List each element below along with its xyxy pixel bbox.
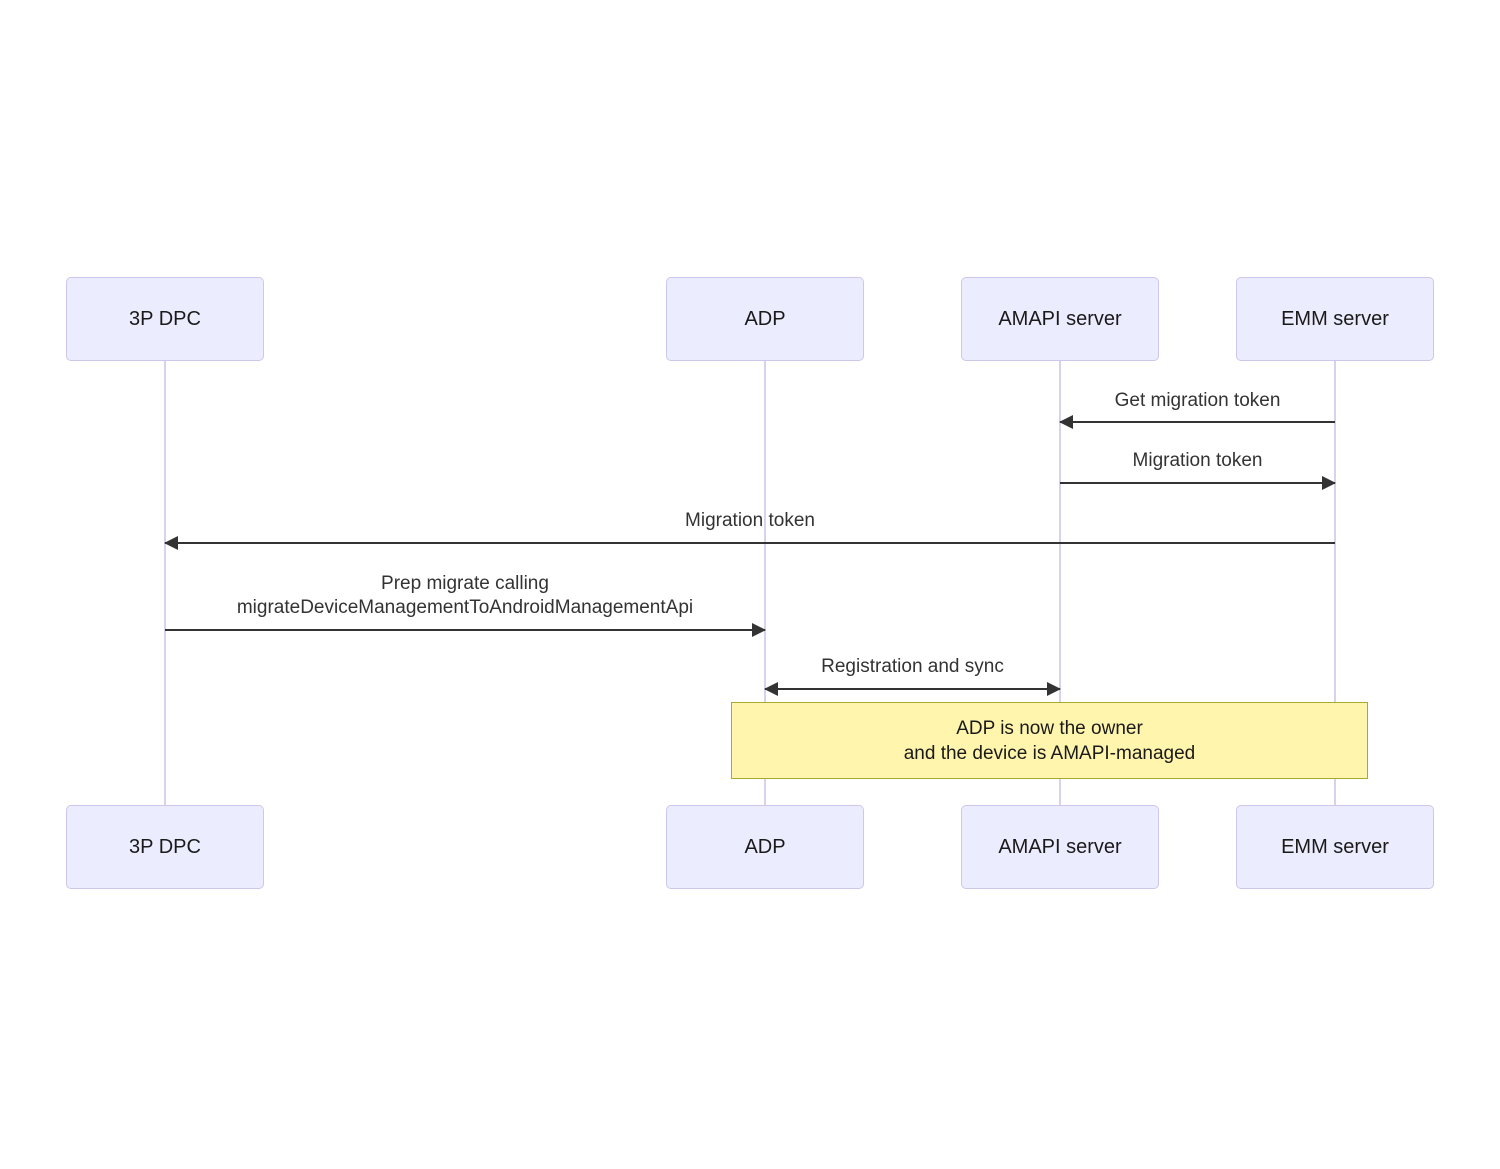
arrowhead-right-icon bbox=[1322, 476, 1336, 490]
message-4-label: Prep migrate calling migrateDeviceManage… bbox=[236, 573, 694, 618]
arrowhead-left-icon bbox=[164, 536, 178, 550]
arrowhead-left-icon bbox=[764, 682, 778, 696]
actor-label: ADP bbox=[744, 307, 786, 330]
lifeline-3p-dpc bbox=[164, 361, 166, 805]
message-5-arrow bbox=[764, 682, 1061, 696]
actor-label: AMAPI server bbox=[998, 835, 1122, 858]
actor-adp-bottom: ADP bbox=[666, 805, 864, 889]
arrowhead-right-icon bbox=[752, 623, 766, 637]
actor-amapi-server-top: AMAPI server bbox=[961, 277, 1159, 361]
message-4-arrow bbox=[165, 623, 766, 637]
actor-adp-top: ADP bbox=[666, 277, 864, 361]
actor-3p-dpc-bottom: 3P DPC bbox=[66, 805, 264, 889]
actor-label: AMAPI server bbox=[998, 307, 1122, 330]
lifeline-emm-server bbox=[1334, 361, 1336, 805]
message-3-arrow bbox=[164, 536, 1335, 550]
message-1-label: Get migration token bbox=[1114, 390, 1281, 411]
actor-emm-server-bottom: EMM server bbox=[1236, 805, 1434, 889]
actor-label: ADP bbox=[744, 835, 786, 858]
actor-label: EMM server bbox=[1281, 307, 1389, 330]
note-adp-owner: ADP is now the owner and the device is A… bbox=[731, 702, 1368, 779]
message-2-arrow bbox=[1060, 476, 1336, 490]
actor-3p-dpc-top: 3P DPC bbox=[66, 277, 264, 361]
lifeline-amapi-server bbox=[1059, 361, 1061, 805]
lifeline-adp bbox=[764, 361, 766, 805]
actor-label: 3P DPC bbox=[129, 835, 201, 858]
message-5-label: Registration and sync bbox=[821, 656, 1004, 677]
message-2-label: Migration token bbox=[1132, 450, 1263, 471]
message-3-label: Migration token bbox=[685, 510, 815, 531]
actor-label: EMM server bbox=[1281, 835, 1389, 858]
actor-emm-server-top: EMM server bbox=[1236, 277, 1434, 361]
arrowhead-left-icon bbox=[1059, 415, 1073, 429]
arrowhead-right-icon bbox=[1047, 682, 1061, 696]
actor-label: 3P DPC bbox=[129, 307, 201, 330]
actor-amapi-server-bottom: AMAPI server bbox=[961, 805, 1159, 889]
message-1-arrow bbox=[1059, 415, 1335, 429]
